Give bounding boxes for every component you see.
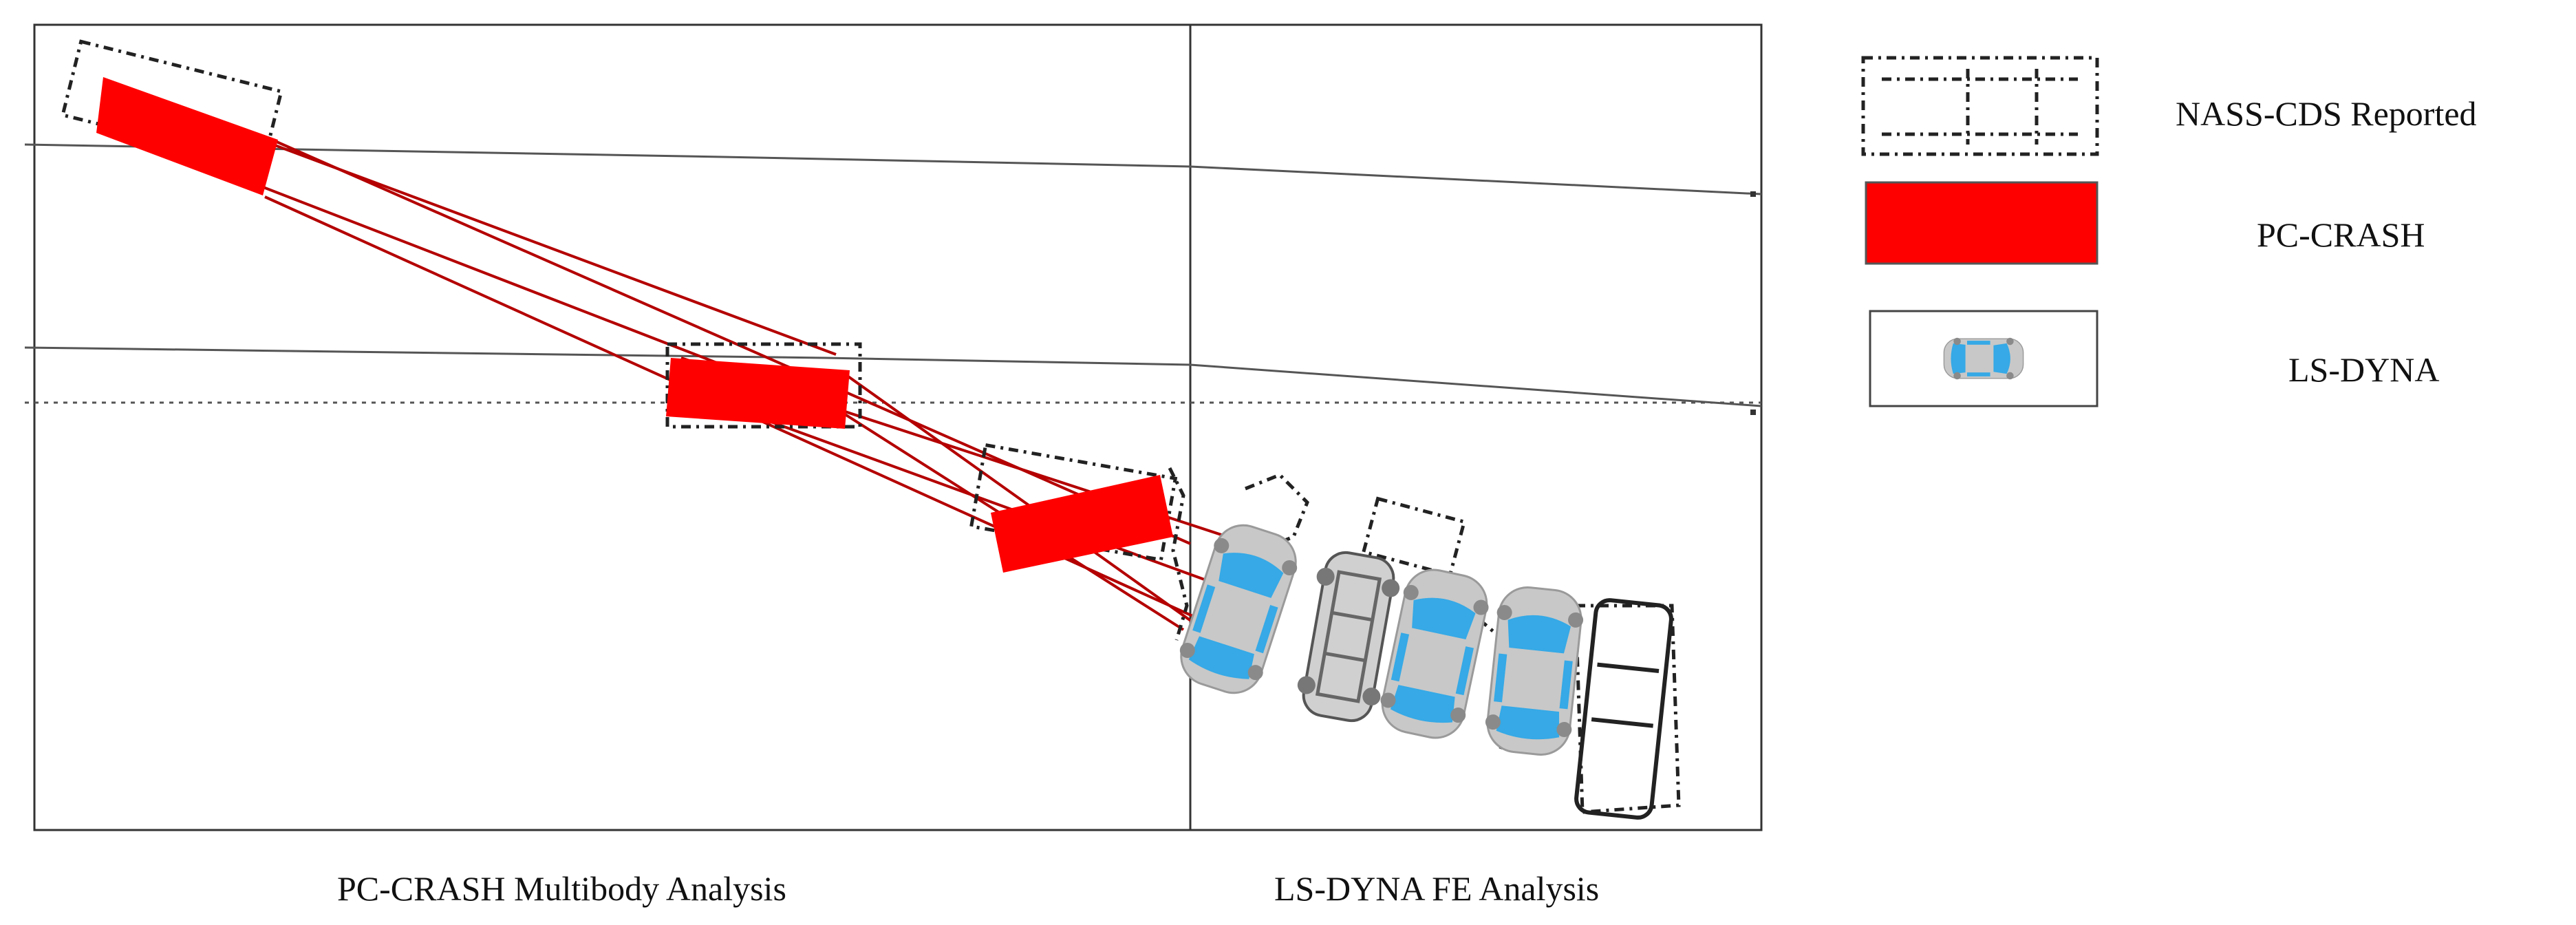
legend-lsdyna-swatch [1869,310,2099,407]
caption-right: LS-DYNA FE Analysis [1274,869,1600,908]
legend-lsdyna-label: LS-DYNA [2288,350,2440,389]
pccrash-vehicles [96,77,1173,573]
road-edge-upper [24,143,1762,195]
legend-nass-swatch [1861,56,2099,156]
legend-pccrash-swatch [1865,181,2099,265]
legend-pccrash-label: PC-CRASH [2257,215,2425,254]
caption-left: PC-CRASH Multibody Analysis [337,869,786,908]
lsdyna-vehicles [1170,515,1673,820]
legend-nass-label: NASS-CDS Reported [2176,94,2477,133]
road-edge-lower [24,346,1762,407]
